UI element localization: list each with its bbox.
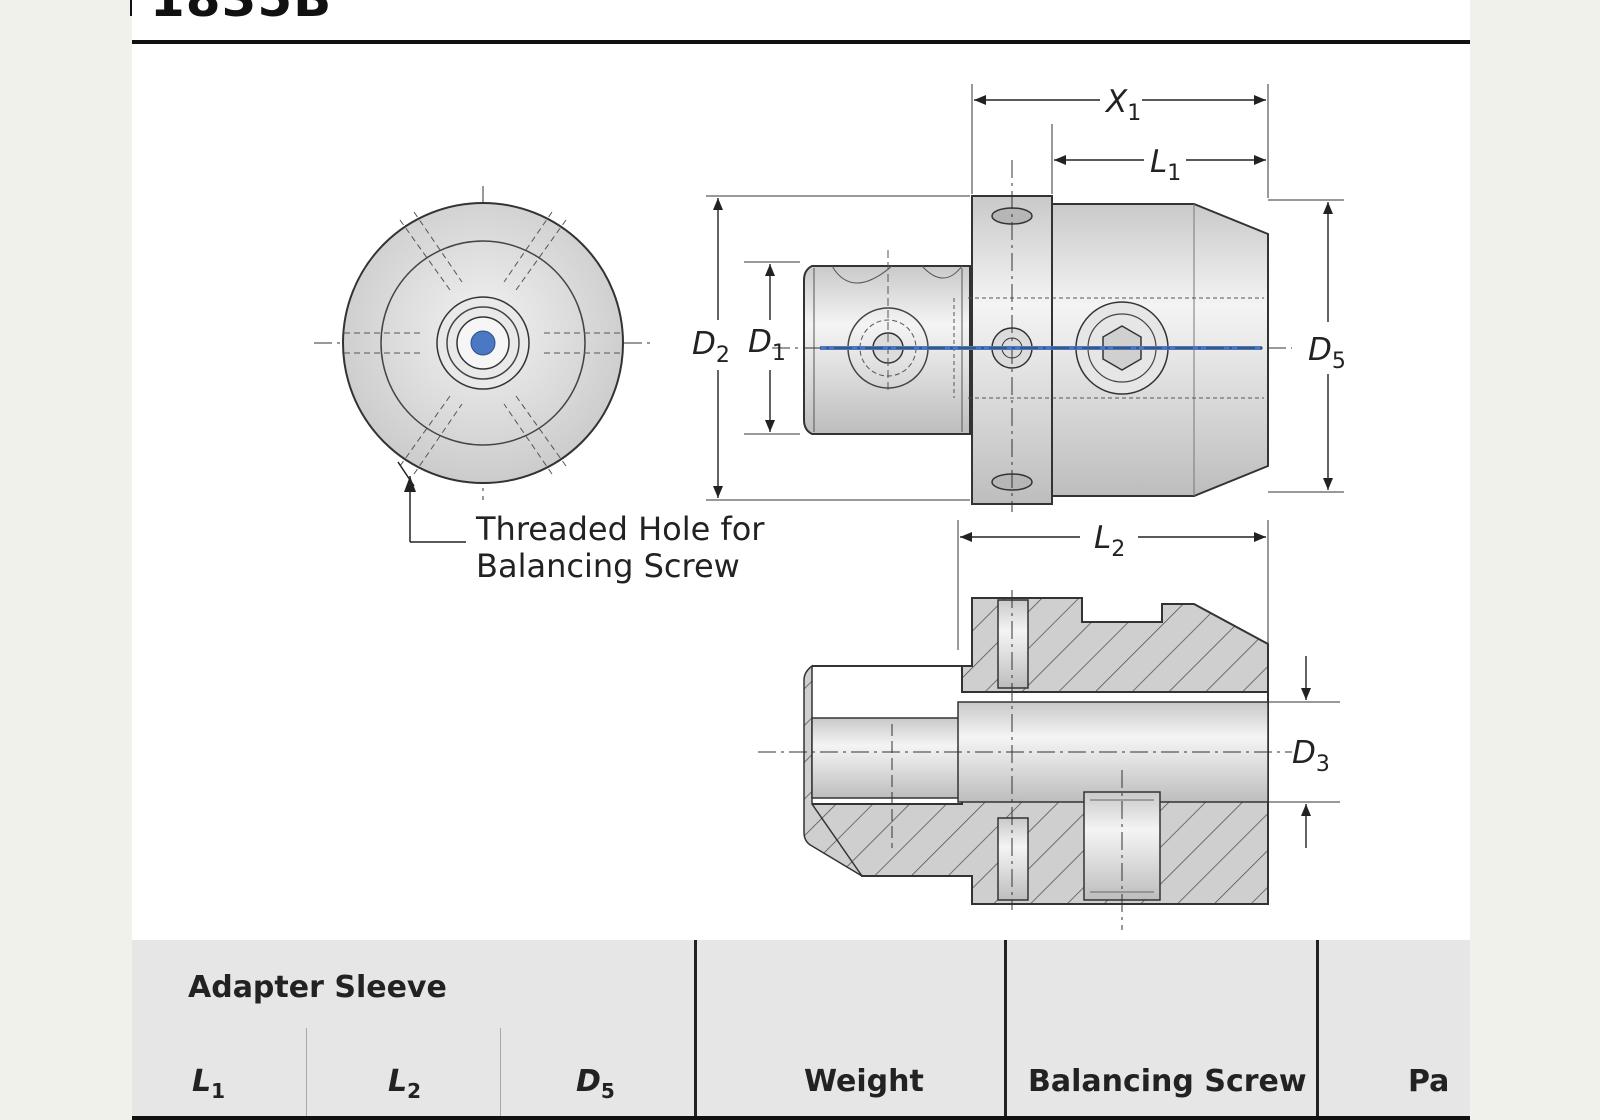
column-header-partial: Pa xyxy=(1408,1064,1450,1099)
section-view xyxy=(758,520,1340,930)
dim-l2-sub: 2 xyxy=(1111,537,1125,562)
balancing-hole-callout-line2: Balancing Screw xyxy=(476,547,740,585)
col-d5-sub: 5 xyxy=(600,1079,615,1103)
svg-text:D5: D5 xyxy=(1308,332,1346,374)
title-rule xyxy=(132,40,1470,44)
dim-l2-symbol: L xyxy=(1094,520,1111,556)
side-view xyxy=(706,84,1344,512)
dimension-l1: L1 xyxy=(1054,144,1266,186)
title-area: 1835B xyxy=(132,0,732,42)
column-header-l1: L1 xyxy=(192,1064,225,1103)
table-subdivider xyxy=(500,1028,501,1118)
svg-text:L2: L2 xyxy=(1094,520,1125,562)
table-divider xyxy=(1316,940,1319,1120)
dim-d2-symbol: D xyxy=(692,326,716,362)
col-l2-sub: 2 xyxy=(407,1079,422,1103)
adapter-sleeve-group-header: Adapter Sleeve xyxy=(188,970,447,1005)
column-header-d5: D5 xyxy=(576,1064,615,1103)
end-view xyxy=(314,186,652,543)
dim-x1-sub: 1 xyxy=(1127,101,1141,126)
catalog-sheet: 1835B xyxy=(132,0,1470,1120)
balancing-hole-callout-line1: Threaded Hole for xyxy=(475,510,765,548)
dimension-l2: L2 xyxy=(960,520,1266,562)
dim-d1-sub: 1 xyxy=(772,341,786,366)
dim-d1-symbol: D xyxy=(748,324,772,360)
dim-l1-sub: 1 xyxy=(1167,161,1181,186)
dim-d5-symbol: D xyxy=(1308,332,1332,368)
dim-l1-symbol: L xyxy=(1150,144,1167,180)
page-title: 1835B xyxy=(150,0,332,28)
page-edge-mark xyxy=(130,0,133,16)
svg-text:D1: D1 xyxy=(748,324,786,366)
table-divider xyxy=(694,940,697,1120)
table-bottom-rule xyxy=(132,1116,1470,1120)
dimension-x1: X1 xyxy=(974,84,1266,126)
column-header-weight: Weight xyxy=(804,1064,924,1099)
svg-text:X1: X1 xyxy=(1104,84,1141,126)
dimension-d5: D5 xyxy=(1308,202,1346,490)
table-subdivider xyxy=(306,1028,307,1118)
dim-d5-sub: 5 xyxy=(1332,349,1346,374)
svg-text:D3: D3 xyxy=(1292,735,1330,777)
technical-drawing: Threaded Hole for Balancing Screw xyxy=(314,84,1346,930)
dim-x1-symbol: X xyxy=(1104,84,1128,120)
spec-table-header: Adapter Sleeve L1 L2 D5 Weight Balancing… xyxy=(132,940,1470,1120)
col-l1-sub: 1 xyxy=(211,1079,226,1103)
column-header-l2: L2 xyxy=(388,1064,421,1103)
col-l1-symbol: L xyxy=(192,1064,212,1099)
svg-text:D2: D2 xyxy=(692,326,730,368)
dim-d3-sub: 3 xyxy=(1316,752,1330,777)
dimension-d2: D2 xyxy=(692,198,730,498)
table-divider xyxy=(1004,940,1007,1120)
dim-d3-symbol: D xyxy=(1292,735,1316,771)
svg-text:L1: L1 xyxy=(1150,144,1181,186)
dim-d2-sub: 2 xyxy=(716,343,730,368)
col-l2-symbol: L xyxy=(388,1064,408,1099)
column-header-balancing-screw: Balancing Screw xyxy=(1028,1064,1307,1099)
col-d5-symbol: D xyxy=(576,1064,601,1099)
dimension-d3: D3 xyxy=(1292,656,1330,848)
dimension-d1: D1 xyxy=(748,264,786,432)
